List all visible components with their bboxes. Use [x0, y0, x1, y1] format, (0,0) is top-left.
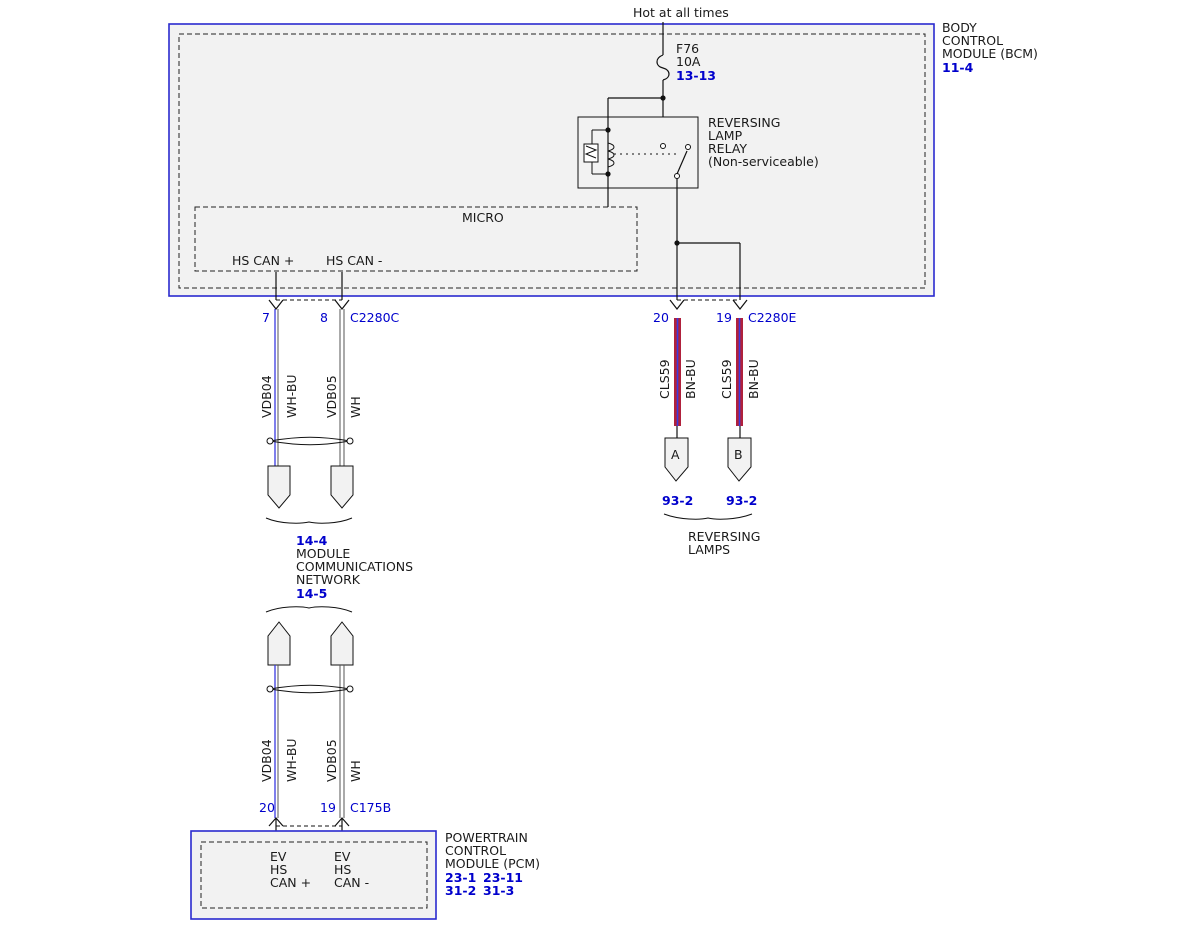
- lamp-ref-a[interactable]: 93-2: [662, 493, 693, 508]
- wire-upper-right-circuit: VDB05: [324, 375, 339, 418]
- bcm-label-line2: CONTROL: [942, 33, 1003, 48]
- twisted-pair-icon-lower: [266, 684, 354, 694]
- c2280c-pin-right: 8: [320, 310, 328, 325]
- relay-label-line3: RELAY: [708, 141, 747, 156]
- lamp-connector-b-label: B: [734, 447, 743, 462]
- pcm-label-line3: MODULE (PCM): [445, 856, 540, 871]
- twisted-pair-icon-upper: [266, 436, 354, 446]
- pcm-module[interactable]: [190, 830, 437, 920]
- fuse-icon[interactable]: [656, 54, 670, 81]
- pcm-can-plus: CAN +: [270, 875, 311, 890]
- bcm-ref[interactable]: 11-4: [942, 60, 974, 75]
- brace-icon-upper: [265, 517, 353, 524]
- splice-dot-relay-out: [674, 240, 680, 246]
- lamp-ref-b[interactable]: 93-2: [726, 493, 757, 508]
- lamp-connector-a-label: A: [671, 447, 680, 462]
- mcn-line1: MODULE: [296, 546, 350, 561]
- connector-c175b[interactable]: [268, 817, 350, 827]
- wire-cls59-right[interactable]: [736, 318, 743, 438]
- pcm-hs1: HS: [270, 862, 287, 877]
- c2280e-name[interactable]: C2280E: [748, 310, 797, 325]
- brace-icon-lower: [265, 606, 353, 613]
- wire-upper-right-color: WH: [348, 396, 363, 418]
- pcm-can-minus: CAN -: [334, 875, 369, 890]
- c2280c-name[interactable]: C2280C: [350, 310, 400, 325]
- micro-label: MICRO: [462, 210, 504, 225]
- pcm-label-line2: CONTROL: [445, 843, 506, 858]
- relay-label-line4: (Non-serviceable): [708, 154, 819, 169]
- lamps-label-line2: LAMPS: [688, 542, 730, 557]
- c175b-pin-right: 19: [320, 800, 336, 815]
- hs-can-minus-label: HS CAN -: [326, 253, 382, 268]
- wire-lamp-left-circuit: CLS59: [657, 359, 672, 399]
- wire-lower-left-color: WH-BU: [284, 738, 299, 782]
- wire-lower-left-circuit: VDB04: [259, 739, 274, 782]
- power-source-label: Hot at all times: [633, 5, 729, 20]
- fuse-ref[interactable]: 13-13: [676, 68, 716, 83]
- mcn-ref-bottom[interactable]: 14-5: [296, 586, 327, 601]
- c2280e-pin-left: 20: [653, 310, 669, 325]
- lamps-label-line1: REVERSING: [688, 529, 760, 544]
- pcm-ref-2[interactable]: 23-11: [483, 870, 523, 885]
- inline-connector-lower-right[interactable]: [330, 621, 354, 666]
- mcn-line2: COMMUNICATIONS: [296, 559, 413, 574]
- pcm-ev2: EV: [334, 849, 351, 864]
- lamp-connector-b[interactable]: [727, 437, 752, 482]
- pcm-ref-4[interactable]: 31-3: [483, 883, 514, 898]
- pcm-ref-1[interactable]: 23-1: [445, 870, 476, 885]
- c2280c-pin-left: 7: [262, 310, 270, 325]
- connector-c2280e[interactable]: [669, 299, 748, 310]
- relay-coil-icon: [583, 142, 615, 168]
- wire-lower-right-color: WH: [348, 760, 363, 782]
- bcm-module[interactable]: [168, 23, 935, 297]
- fuse-rating: 10A: [676, 54, 701, 69]
- c175b-pin-left: 20: [259, 800, 275, 815]
- wire-upper-left-color: WH-BU: [284, 374, 299, 418]
- pcm-ref-3[interactable]: 31-2: [445, 883, 476, 898]
- fuse-name: F76: [676, 41, 699, 56]
- wire-cls59-left[interactable]: [674, 318, 681, 438]
- c175b-name[interactable]: C175B: [350, 800, 391, 815]
- wire-lamp-left-color: BN-BU: [683, 359, 698, 399]
- pcm-hs2: HS: [334, 862, 351, 877]
- relay-label-line2: LAMP: [708, 128, 743, 143]
- lamp-connector-a[interactable]: [664, 437, 689, 482]
- hs-can-plus-label: HS CAN +: [232, 253, 294, 268]
- wire-lamp-right-circuit: CLS59: [719, 359, 734, 399]
- wire-upper-left-circuit: VDB04: [259, 375, 274, 418]
- pcm-label-line1: POWERTRAIN: [445, 830, 528, 845]
- mcn-line3: NETWORK: [296, 572, 361, 587]
- inline-connector-upper-left[interactable]: [267, 465, 291, 509]
- c2280e-pin-right: 19: [716, 310, 732, 325]
- brace-icon-lamps: [663, 513, 753, 520]
- relay-label-line1: REVERSING: [708, 115, 780, 130]
- bcm-label-line3: MODULE (BCM): [942, 46, 1038, 61]
- relay-switch-icon: [660, 143, 691, 179]
- mcn-ref-top[interactable]: 14-4: [296, 533, 328, 548]
- inline-connector-upper-right[interactable]: [330, 465, 354, 509]
- wire-lamp-right-color: BN-BU: [746, 359, 761, 399]
- pcm-ev1: EV: [270, 849, 287, 864]
- connector-c2280c[interactable]: [268, 299, 350, 310]
- bcm-label-line1: BODY: [942, 20, 977, 35]
- inline-connector-lower-left[interactable]: [267, 621, 291, 666]
- wire-lower-right-circuit: VDB05: [324, 739, 339, 782]
